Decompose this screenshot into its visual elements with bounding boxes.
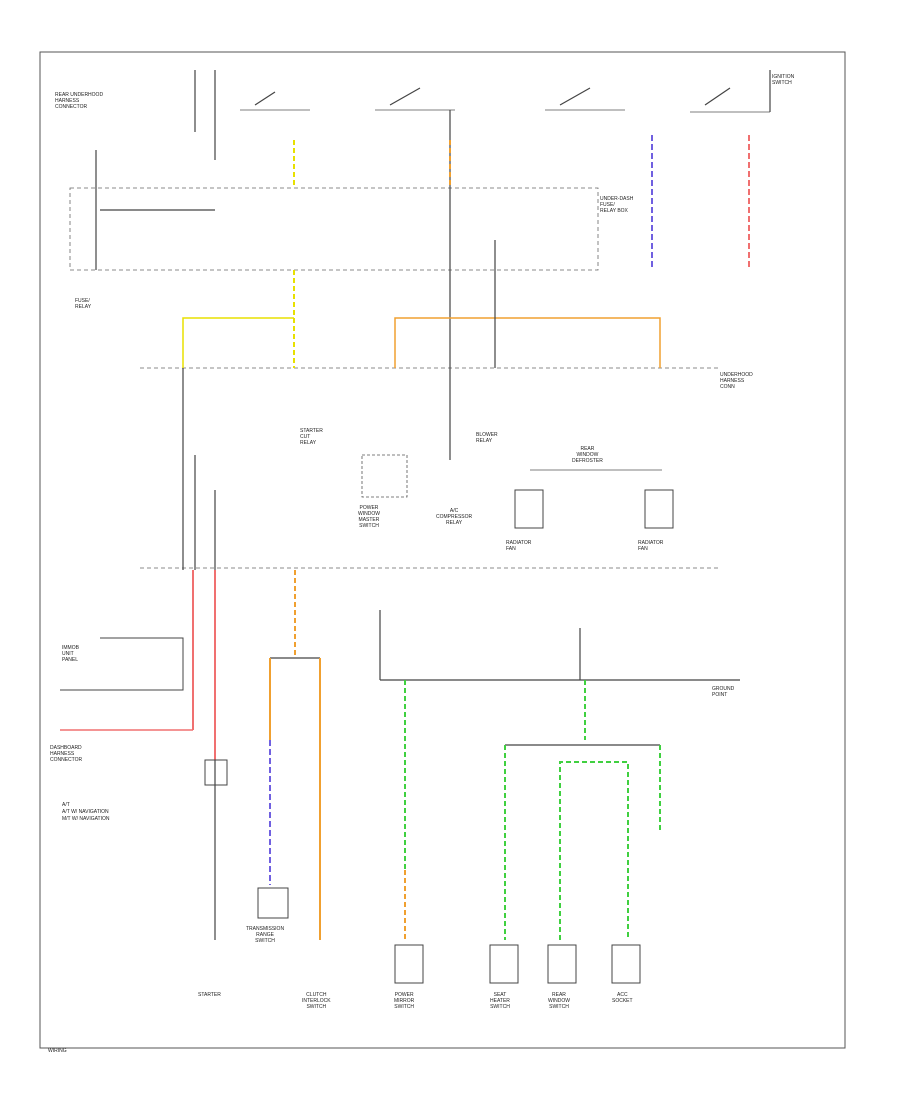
starter-cut-relay-label: STARTER CUT RELAY (300, 428, 323, 446)
label-line: RELAY (75, 304, 92, 310)
label-line: HARNESS (55, 98, 80, 104)
label-line: REAR (552, 992, 566, 998)
label-line: HARNESS (720, 378, 745, 384)
dashboard-connector-label: DASHBOARD HARNESS CONNECTOR (50, 745, 82, 763)
rear-window-switch (547, 944, 577, 984)
fuse-relay-label: FUSE/ RELAY (75, 298, 91, 310)
label-line: DASHBOARD (50, 745, 82, 751)
label-line: HEATER (490, 998, 510, 1004)
label-line: RADIATOR (638, 540, 664, 546)
label-line: WINDOW (548, 998, 570, 1004)
label-line: FAN (638, 546, 648, 552)
label-line: REAR UNDERHOOD (55, 92, 104, 98)
transmission-range-label: TRANSMISSION RANGE SWITCH (246, 926, 284, 944)
blower-relay-label: BLOWER RELAY (476, 432, 498, 444)
label-line: INTERLOCK (302, 998, 331, 1004)
radiator-fan-2 (644, 489, 674, 529)
label-line: CONNECTOR (50, 757, 83, 763)
label-line: CLUTCH (306, 992, 327, 998)
label-line: SWITCH (394, 1004, 414, 1010)
underhood-connector-label: UNDERHOOD HARNESS CONN (720, 372, 753, 390)
label-line: DEFROSTER (572, 458, 603, 464)
orange-branch (394, 317, 661, 368)
label-line: TRANSMISSION (246, 926, 285, 932)
label-line: CONN (720, 384, 735, 390)
label-line: FAN (506, 546, 516, 552)
top-left-connector-label: REAR UNDERHOOD HARNESS CONNECTOR (55, 92, 103, 110)
power-mirror-label: POWER MIRROR SWITCH (394, 992, 414, 1010)
radiator-fan-1 (514, 489, 544, 529)
accessory-socket-label: ACC SOCKET (612, 992, 633, 1004)
legend-item: A/T W/ NAVIGATION (62, 809, 109, 815)
label-line: SWITCH (490, 1004, 510, 1010)
label-line: HARNESS (50, 751, 75, 757)
rear-window-switch-label: REAR WINDOW SWITCH (548, 992, 570, 1010)
label-line: RELAY (446, 520, 463, 526)
seat-heater-label: SEAT HEATER SWITCH (490, 992, 510, 1010)
yellow-branch (182, 317, 294, 368)
label-line: CUT (300, 434, 311, 440)
label-line: STARTER (300, 428, 323, 434)
label-line: UNIT (62, 651, 74, 657)
label-line: RADIATOR (506, 540, 532, 546)
radiator-fan-1-label: RADIATOR FAN (506, 540, 531, 552)
label-line: POWER (359, 505, 379, 511)
power-mirror-switch (394, 944, 424, 984)
label-line: IMMOB (62, 645, 79, 651)
starter-label: STARTER (198, 992, 221, 998)
label-line: SWITCH (359, 523, 379, 529)
transmission-range-switch (257, 887, 289, 919)
label-line: SWITCH (772, 80, 792, 86)
legend-item: A/T (62, 802, 70, 808)
label-line: POWER (394, 992, 414, 998)
legend-item: M/T W/ NAVIGATION (62, 816, 110, 822)
radiator-fan-2-label: RADIATOR FAN (638, 540, 663, 552)
label-line: SEAT (493, 992, 507, 998)
label-line: SOCKET (612, 998, 633, 1004)
label-line: BLOWER (476, 432, 498, 438)
footer-label: WIRING (48, 1048, 67, 1054)
accessory-socket (611, 944, 641, 984)
label-line: POINT (712, 692, 728, 698)
label-line: WINDOW (358, 511, 380, 517)
label-line: RELAY (476, 438, 493, 444)
label-line: REAR (580, 446, 595, 452)
label-line: RELAY BOX (600, 208, 628, 214)
label-line: SWITCH (306, 1004, 327, 1010)
fuse-box-label: UNDER-DASH FUSE/ RELAY BOX (600, 196, 633, 214)
label-line: PANEL (62, 657, 79, 663)
label-line: COMPRESSOR (436, 514, 473, 520)
label-line: MASTER (358, 517, 380, 523)
label-line: SWITCH (549, 1004, 569, 1010)
label-line: MIRROR (394, 998, 415, 1004)
rear-defrost-label: REAR WINDOW DEFROSTER (572, 446, 603, 464)
ignition-switch-group (194, 70, 771, 160)
ac-compressor-label: A/C COMPRESSOR RELAY (436, 508, 472, 526)
immobilizer-label: IMMOB UNIT PANEL (62, 645, 79, 663)
label-line: UNDER-DASH (600, 196, 634, 202)
label-line: WINDOW (576, 452, 599, 458)
fuse-relay-box (69, 187, 599, 271)
label-line: IGNITION (772, 74, 795, 80)
power-window-master-label: POWER WINDOW MASTER SWITCH (358, 505, 380, 529)
label-line: FUSE/ (75, 298, 90, 304)
ground-label: GROUND POINT (712, 686, 734, 698)
label-line: ACC (617, 992, 628, 998)
label-line: SWITCH (255, 938, 275, 944)
label-line: CONNECTOR (55, 104, 88, 110)
label-line: RANGE (256, 932, 274, 938)
seat-heater-switch (489, 944, 519, 984)
clutch-interlock-label: CLUTCH INTERLOCK SWITCH (302, 992, 331, 1010)
label-line: UNDERHOOD (720, 372, 753, 378)
diagram-frame (39, 51, 846, 1049)
label-line: GROUND (712, 686, 735, 692)
ignition-label: IGNITION SWITCH (772, 74, 794, 86)
label-line: FUSE/ (600, 202, 615, 208)
legend: A/T A/T W/ NAVIGATION M/T W/ NAVIGATION (62, 802, 110, 823)
label-line: A/C (449, 508, 459, 514)
label-line: RELAY (300, 440, 317, 446)
